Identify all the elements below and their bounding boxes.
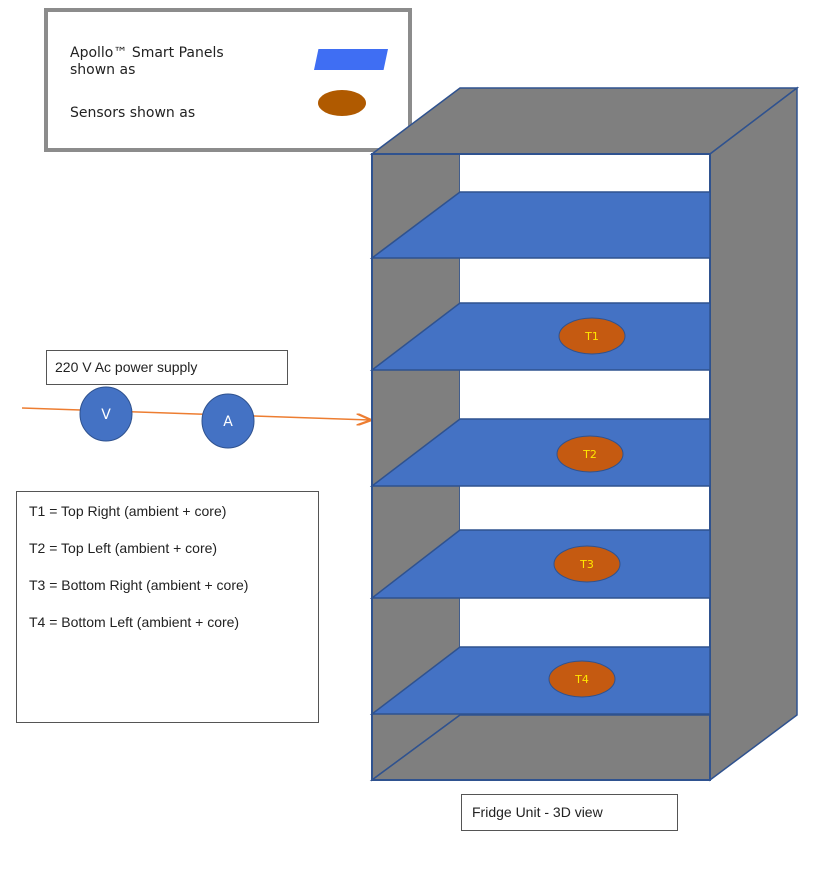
sensor-t4-label: T4 <box>574 673 589 686</box>
voltmeter: V <box>79 386 133 442</box>
power-supply-label: 220 V Ac power supply <box>46 350 288 385</box>
fridge-right-side <box>709 86 798 782</box>
voltmeter-label: V <box>101 407 111 423</box>
shelf-5 <box>369 646 711 715</box>
key-line-t4: T4 = Bottom Left (ambient + core) <box>29 614 240 630</box>
smart-panel-shelves <box>369 191 711 715</box>
legend-panel-swatch <box>314 49 388 70</box>
ammeter: A <box>201 393 255 449</box>
shelf-1 <box>369 191 711 259</box>
sensor-t1-label: T1 <box>584 330 599 343</box>
legend-panels-label: Apollo™ Smart Panels shown as <box>70 45 224 78</box>
legend-sensors-label: Sensors shown as <box>70 105 196 121</box>
ammeter-label: A <box>223 414 233 430</box>
sensor-t2-label: T2 <box>582 448 597 461</box>
sensor-t2: T2 <box>556 435 624 473</box>
sensor-t1: T1 <box>558 317 626 355</box>
legend-sensor-swatch <box>318 90 366 116</box>
sensor-t3: T3 <box>553 545 621 583</box>
key-line-t3: T3 = Bottom Right (ambient + core) <box>29 577 249 593</box>
shelf-2 <box>369 302 711 371</box>
key-line-t2: T2 = Top Left (ambient + core) <box>29 540 218 556</box>
sensor-t3-label: T3 <box>579 558 594 571</box>
fridge-caption: Fridge Unit - 3D view <box>461 794 678 831</box>
sensor-t4: T4 <box>548 660 616 698</box>
key-line-t1: T1 = Top Right (ambient + core) <box>29 503 227 519</box>
shelf-3 <box>369 418 711 487</box>
legend-box: Apollo™ Smart Panels shown as Sensors sh… <box>44 8 412 152</box>
power-line <box>21 407 370 420</box>
shelf-4 <box>369 529 711 599</box>
sensor-key-box: T1 = Top Right (ambient + core) T2 = Top… <box>16 491 319 723</box>
